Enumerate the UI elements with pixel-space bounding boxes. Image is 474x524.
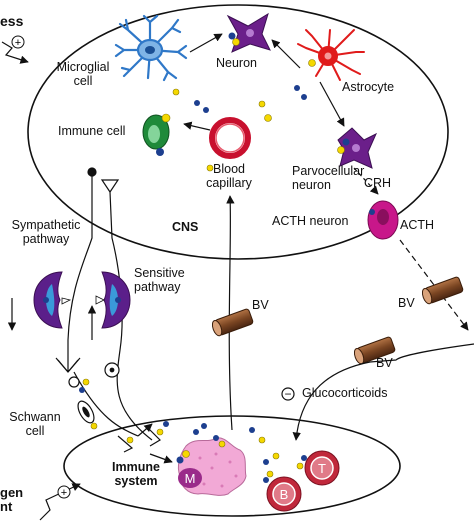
bv-center-label: BV	[252, 298, 269, 312]
neuron-cell	[226, 12, 271, 53]
astrocyte-label: Astrocyte	[342, 80, 395, 94]
sympathetic-ganglion	[33, 271, 72, 329]
pathway-terminals	[55, 357, 120, 393]
svg-text:−: −	[284, 387, 291, 401]
antigen-label: gen nt	[0, 485, 24, 514]
blood-vessel-center	[211, 308, 254, 337]
immune-nerve-terminals	[117, 421, 173, 464]
immune-system-label: Immune system	[112, 460, 160, 488]
schwann-cell-label: Schwann cell	[9, 410, 61, 438]
parvocellular-neuron	[337, 127, 378, 169]
stress-input-arrow: +	[1, 35, 29, 64]
blood-capillary	[209, 117, 251, 159]
t-cell-label: T	[318, 461, 326, 476]
acth-label: ACTH	[400, 218, 435, 232]
sensitive-pathway-label: Sensitive pathway	[134, 266, 185, 294]
blood-vessel-lower	[353, 336, 396, 365]
immune-system-ellipse	[63, 415, 401, 517]
astrocyte-receptor	[308, 59, 316, 67]
glucocorticoid-minus-sign	[281, 387, 295, 401]
sympathetic-pathway-label: Sympathetic pathway	[11, 218, 81, 246]
astrocyte-cell	[297, 29, 365, 81]
glucocorticoid-pathway: −	[281, 343, 474, 441]
acth-neuron-label: ACTH neuron	[272, 214, 349, 228]
cns-label: CNS	[172, 220, 199, 234]
b-cell-label: B	[280, 487, 289, 502]
sympathetic-pathway-line	[7, 167, 153, 437]
immune-cell-label: Immune cell	[58, 124, 126, 138]
antigen-input-arrow: +	[39, 483, 81, 521]
stress-label: ess	[0, 13, 24, 29]
blood-vessel-right	[421, 276, 464, 305]
parvocellular-neuron-label: Parvocellular neuron	[292, 164, 365, 192]
microglial-cell	[114, 14, 188, 82]
cns-immune-cell	[142, 113, 171, 156]
immune-molecules	[193, 423, 280, 465]
svg-text:+: +	[15, 37, 21, 49]
b-cell	[263, 470, 302, 512]
sensitive-ganglion	[95, 271, 131, 329]
schwann-cell	[77, 400, 98, 430]
bv-right-label: BV	[398, 296, 415, 310]
neuron-label: Neuron	[216, 56, 257, 70]
bv-lower-label: BV	[376, 356, 393, 370]
macrophage-label: M	[185, 471, 196, 486]
t-cell	[296, 450, 340, 486]
acth-neuron	[367, 200, 399, 240]
cns-arrows	[183, 33, 469, 431]
antigen-plus-sign	[57, 485, 71, 499]
stress-plus-sign	[11, 35, 25, 49]
crh-label: CRH	[364, 176, 392, 190]
cns-ellipse	[27, 4, 449, 260]
macrophage-cell	[176, 437, 247, 496]
cns-molecules	[172, 85, 307, 172]
svg-text:+: +	[61, 487, 67, 499]
blood-capillary-label: Blood capillary	[206, 162, 252, 190]
glucocorticoids-label: Glucocorticoids	[302, 386, 388, 400]
sensitive-pathway-line	[87, 179, 153, 441]
microglial-cell-label: Microglial cell	[56, 60, 110, 88]
